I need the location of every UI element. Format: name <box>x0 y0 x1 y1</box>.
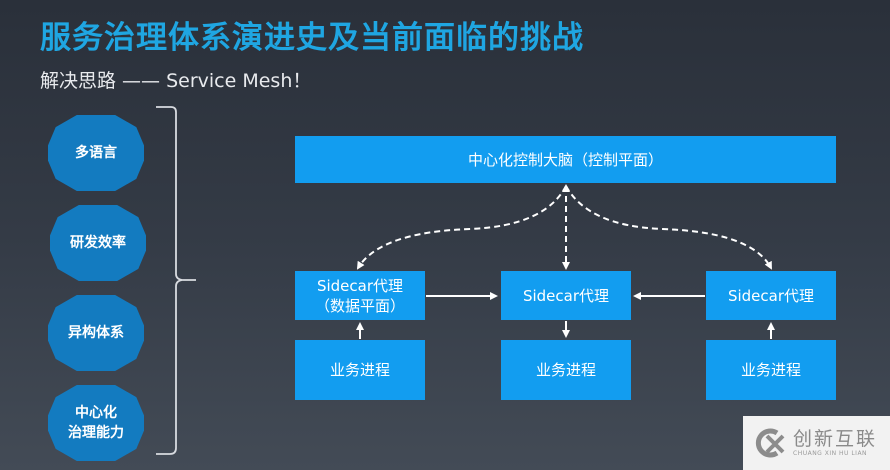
service-process-box-center: 业务进程 <box>501 340 631 400</box>
watermark-name-cn: 创新互联 <box>793 428 878 450</box>
slide-title: 服务治理体系演进史及当前面临的挑战 <box>40 20 584 56</box>
arrow-up-to-control-plane <box>562 184 570 192</box>
sidecar-box-right: Sidecar代理 <box>706 271 836 320</box>
dashed-link-left <box>356 185 567 270</box>
service-process-box-left: 业务进程 <box>295 340 425 400</box>
watermark: 创新互联 CHUANG XIN HU LIAN <box>743 416 890 470</box>
challenge-multi-language: 多语言 <box>48 115 144 191</box>
challenge-centralized-governance: 中心化 治理能力 <box>48 385 144 461</box>
service-process-box-right: 业务进程 <box>706 340 836 400</box>
challenge-dev-efficiency: 研发效率 <box>50 205 146 281</box>
challenge-heterogeneous-system: 异构体系 <box>48 295 144 371</box>
sidecar-box-left: Sidecar代理 （数据平面） <box>295 271 425 320</box>
slide-subtitle: 解决思路 —— Service Mesh！ <box>40 70 312 92</box>
sidecar-box-center: Sidecar代理 <box>501 271 631 320</box>
watermark-logo-icon <box>755 428 785 458</box>
watermark-name-en: CHUANG XIN HU LIAN <box>793 450 868 457</box>
control-plane-box: 中心化控制大脑（控制平面） <box>295 136 836 183</box>
dashed-link-right <box>565 185 772 270</box>
curly-brace <box>156 106 196 455</box>
